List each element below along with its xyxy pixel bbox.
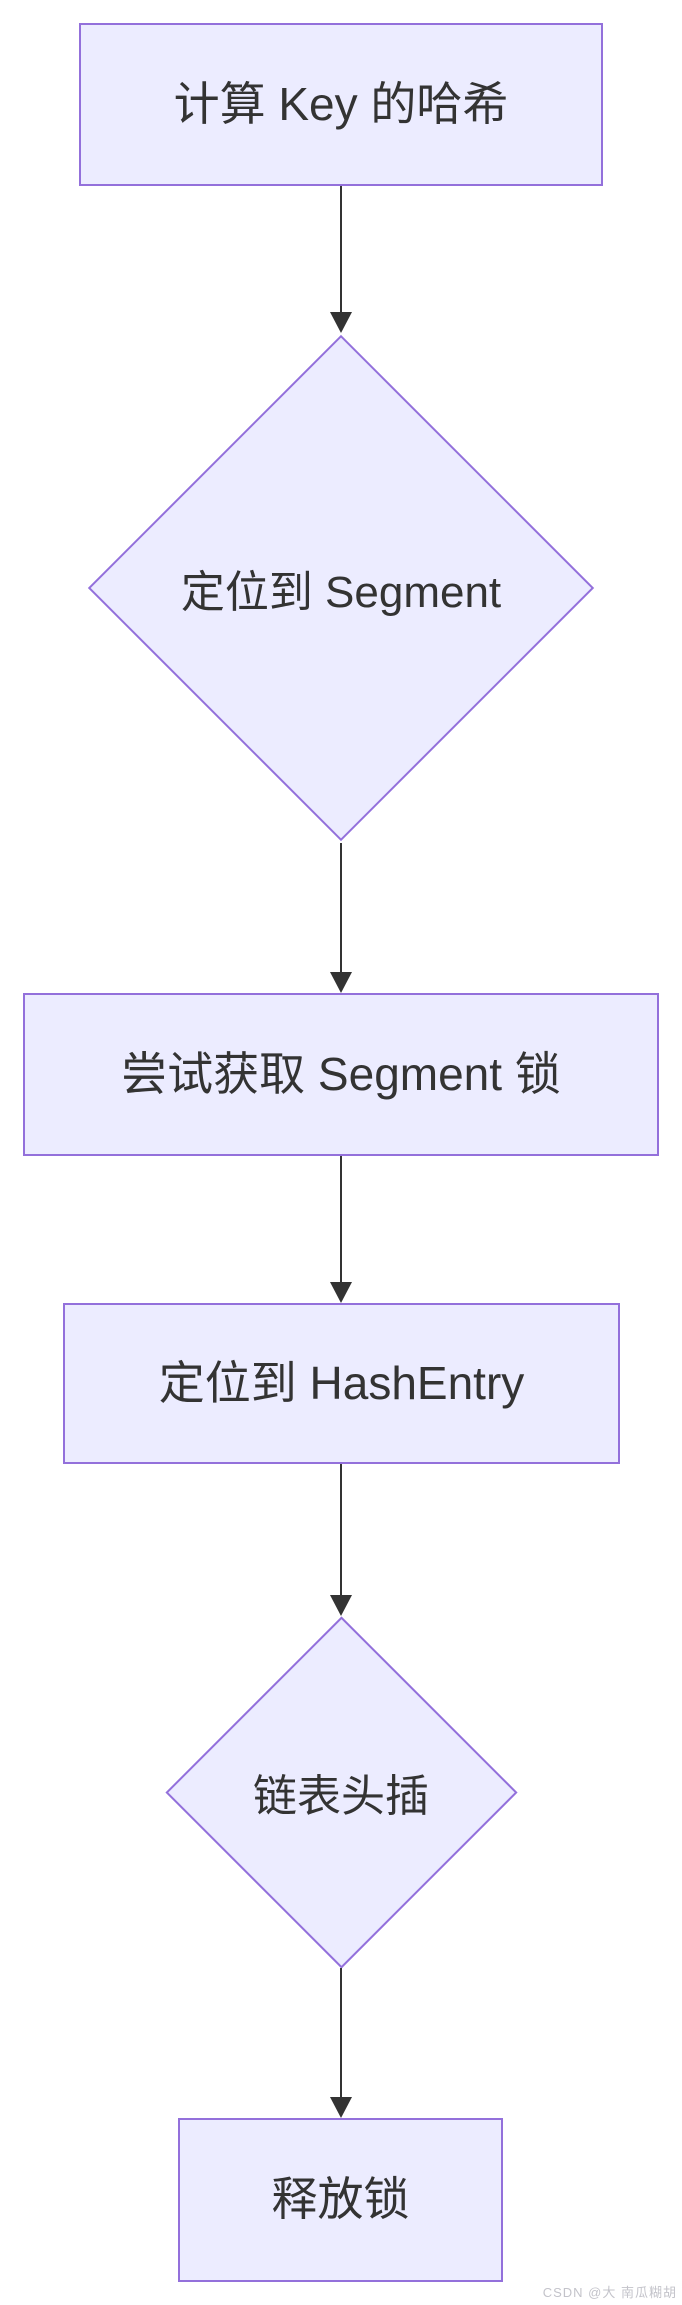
- node-calc-key-hash-label: 计算 Key 的哈希: [173, 77, 509, 130]
- node-locate-hashentry-label: 定位到 HashEntry: [158, 1356, 525, 1409]
- node-try-acquire-segment-lock: 尝试获取 Segment 锁: [23, 993, 659, 1156]
- flow-arrow-3-line: [340, 1156, 342, 1283]
- node-list-head-insert-label: 链表头插: [253, 1772, 429, 1821]
- flow-arrow-5-line: [340, 1968, 342, 2098]
- arrow-down-icon: [330, 2097, 352, 2118]
- arrow-down-icon: [330, 1595, 352, 1616]
- flow-arrow-4-line: [340, 1464, 342, 1596]
- node-calc-key-hash: 计算 Key 的哈希: [79, 23, 603, 186]
- flow-arrow-1-line: [340, 186, 342, 313]
- node-try-acquire-segment-lock-label: 尝试获取 Segment 锁: [121, 1047, 561, 1100]
- node-locate-segment: 定位到 Segment: [111, 556, 571, 620]
- flow-arrow-2-line: [340, 843, 342, 973]
- arrow-down-icon: [330, 312, 352, 333]
- node-release-lock-label: 释放锁: [271, 2173, 410, 2226]
- node-locate-hashentry: 定位到 HashEntry: [63, 1303, 620, 1464]
- node-list-head-insert: 链表头插: [191, 1760, 491, 1824]
- node-locate-segment-label: 定位到 Segment: [180, 568, 502, 617]
- arrow-down-icon: [330, 1282, 352, 1303]
- node-release-lock: 释放锁: [178, 2118, 503, 2282]
- csdn-watermark: CSDN @大 南瓜糊胡: [542, 2285, 677, 2300]
- arrow-down-icon: [330, 972, 352, 993]
